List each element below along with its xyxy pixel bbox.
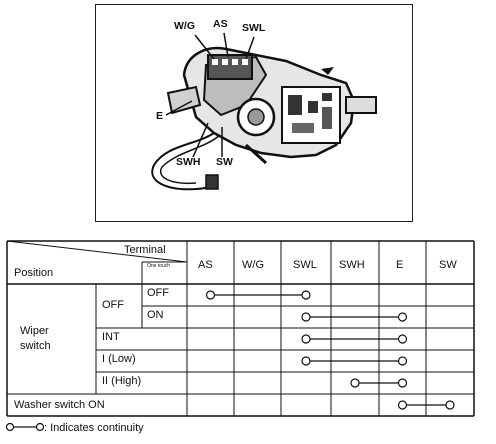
label-as: AS (213, 18, 228, 30)
row-label-off: OFF (147, 287, 169, 299)
terminal-node (445, 400, 455, 410)
col-header-as: AS (198, 259, 213, 271)
header-terminal: Terminal (124, 244, 166, 256)
col-header-swh: SWH (339, 259, 365, 271)
group-off: OFF (102, 299, 124, 311)
terminal-node (397, 356, 408, 366)
switch-illustration: W/G AS SWL E SWH SW (95, 4, 413, 222)
terminal-node (397, 334, 408, 344)
terminal-node (301, 290, 311, 300)
terminal-node (350, 378, 360, 388)
header-position: Position (14, 267, 54, 279)
legend: : Indicates continuity (5, 422, 144, 434)
label-wg: W/G (174, 20, 195, 32)
terminal-node (205, 290, 216, 300)
col-header-wg: W/G (242, 259, 264, 271)
terminal-node (301, 356, 311, 366)
label-e: E (156, 110, 164, 122)
label-swh: SWH (176, 156, 201, 168)
combination-switch-drawing (151, 32, 377, 191)
row-label-washer: Washer switch ON (14, 399, 105, 411)
continuity-table: Terminal Position One touch AS W/G SWL S… (6, 240, 482, 418)
row-label-low: I (Low) (102, 353, 136, 365)
terminal-node (397, 400, 408, 410)
continuity-symbol-icon (5, 422, 45, 432)
header-one-touch: One touch (147, 263, 171, 269)
col-header-sw: SW (439, 259, 457, 271)
terminal-node (397, 312, 408, 322)
col-header-e: E (396, 259, 404, 271)
legend-text: : Indicates continuity (44, 422, 144, 434)
table-grid (6, 240, 475, 417)
group-wiper-line1: Wiper (20, 325, 49, 337)
terminal-node (301, 312, 311, 322)
row-label-on: ON (147, 309, 164, 321)
label-swl: SWL (242, 22, 266, 34)
header-diagonal (6, 240, 188, 263)
row-label-int: INT (102, 331, 120, 343)
label-sw: SW (216, 156, 233, 168)
col-header-swl: SWL (293, 259, 317, 271)
row-label-high: II (High) (102, 375, 142, 387)
terminal-node (397, 378, 408, 388)
group-wiper-line2: switch (20, 340, 51, 352)
terminal-node (301, 334, 311, 344)
